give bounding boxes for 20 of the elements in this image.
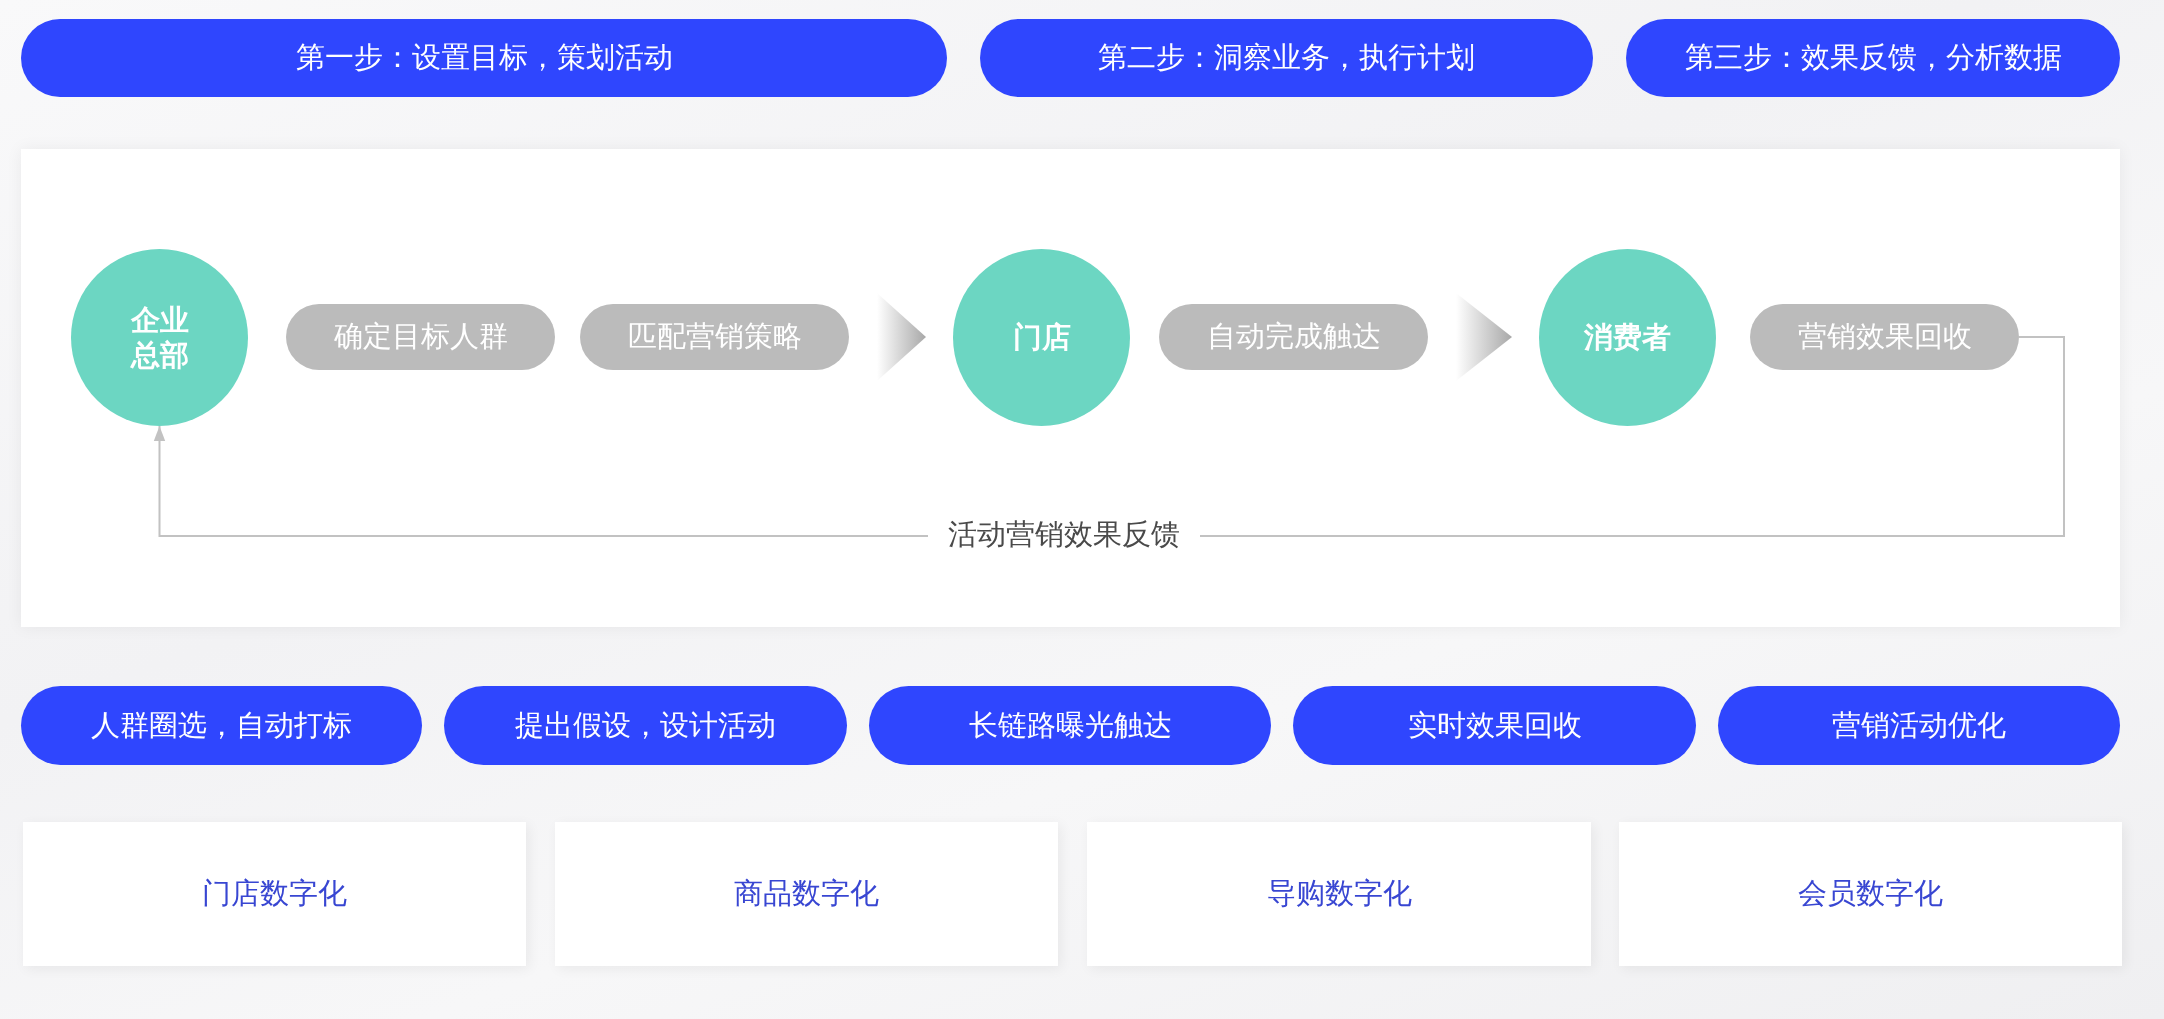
- step-pill: 第一步：设置目标，策划活动: [21, 19, 947, 97]
- feature-pill: 实时效果回收: [1293, 686, 1696, 765]
- card: 会员数字化: [1619, 822, 2122, 966]
- step-pill: 第二步：洞察业务，执行计划: [980, 19, 1593, 97]
- card: 导购数字化: [1087, 822, 1591, 966]
- card: 门店数字化: [23, 822, 526, 966]
- feature-pill: 人群圈选，自动打标: [21, 686, 422, 765]
- feature-pill: 提出假设，设计活动: [444, 686, 847, 765]
- panel: [21, 149, 2120, 627]
- tag-pill: 确定目标人群: [286, 304, 555, 370]
- feature-pill: 长链路曝光触达: [869, 686, 1271, 765]
- circle: 消费者: [1539, 249, 1716, 426]
- tag-pill: 匹配营销策略: [580, 304, 849, 370]
- step-pill: 第三步：效果反馈，分析数据: [1626, 19, 2120, 97]
- card: 商品数字化: [555, 822, 1058, 966]
- tag-pill: 营销效果回收: [1750, 304, 2019, 370]
- circle: 企业总部: [71, 249, 248, 426]
- tag-pill: 自动完成触达: [1159, 304, 1428, 370]
- circle: 门店: [953, 249, 1130, 426]
- feature-pill: 营销活动优化: [1718, 686, 2120, 765]
